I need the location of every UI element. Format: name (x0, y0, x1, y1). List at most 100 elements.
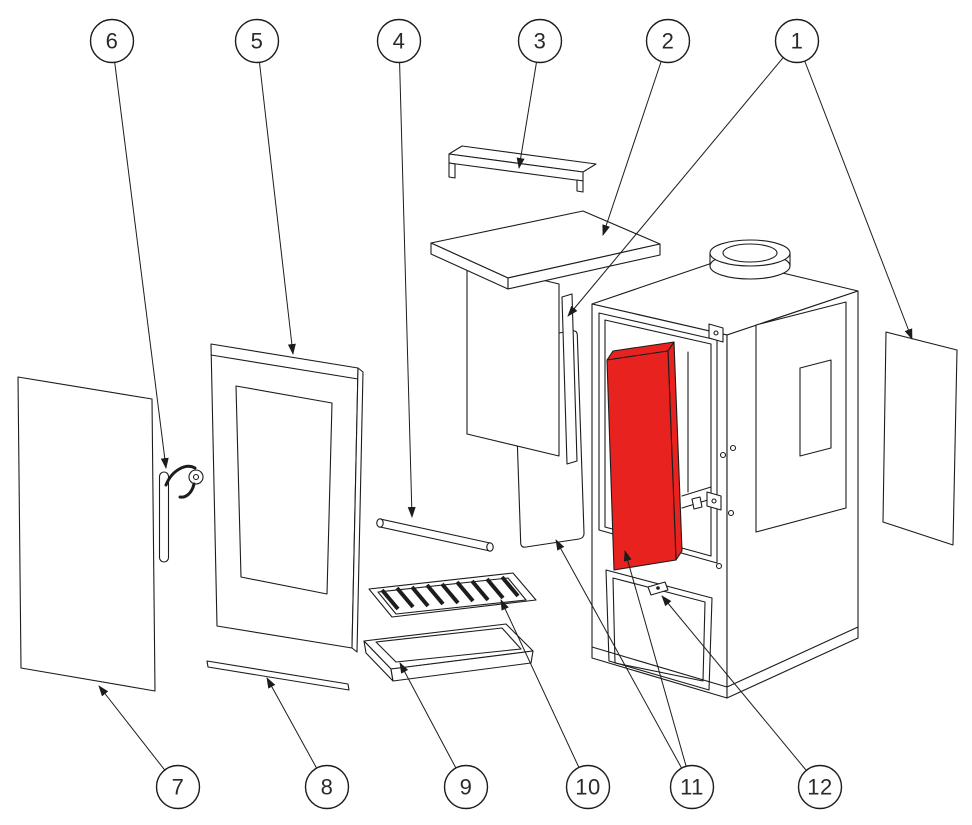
top-plate-right-edge (507, 243, 661, 290)
grate-slat (455, 580, 475, 603)
lower-front-panel (605, 569, 713, 691)
leader-line-1b (796, 40, 913, 340)
leader-line-2 (602, 40, 669, 236)
callout-3-number: 3 (534, 29, 547, 54)
callout-3-circle (517, 18, 563, 64)
part-door (210, 343, 364, 653)
highlight-panel-front (606, 350, 677, 571)
leader-line-5 (256, 40, 296, 355)
callout-2-number: 2 (662, 29, 675, 54)
leader-line-11a (555, 539, 693, 788)
leader-line-12 (661, 595, 821, 788)
callout-7-number: 7 (172, 775, 185, 800)
part-bracket (448, 145, 597, 193)
hinge-bottom-pin (711, 498, 717, 504)
leader-line-6 (111, 40, 169, 469)
callout-8: 8 (304, 764, 350, 810)
grate-frame-inner (377, 577, 527, 615)
callout-4-number: 4 (393, 29, 406, 54)
lower-front-panel-inner (612, 577, 706, 682)
callout-4-circle (376, 18, 422, 64)
grate-slat (485, 577, 505, 600)
callouts: 6 5 4 3 2 1 7 8 (89, 18, 843, 810)
leader-line-4 (398, 40, 416, 518)
callout-9: 9 (443, 764, 489, 810)
callout-4: 4 (376, 18, 422, 64)
firebox-interior (681, 351, 712, 510)
hinge-bottom (706, 491, 722, 511)
grate-slat (425, 583, 445, 606)
leader-line-9 (399, 662, 467, 788)
leader-line-10 (500, 599, 589, 788)
part-rod (376, 518, 494, 552)
callout-6-circle (89, 18, 135, 64)
callout-11-number: 11 (680, 775, 704, 800)
grate-slat (380, 588, 400, 611)
part-inner-liner-right-highlighted (606, 341, 683, 571)
bracket-left-tab (448, 162, 456, 179)
side-window (755, 301, 847, 533)
callout-11-circle (669, 764, 715, 810)
plinth-line-side (726, 626, 859, 688)
callout-9-circle (443, 764, 489, 810)
bolt (719, 451, 727, 459)
grate-slat (395, 586, 415, 609)
callout-12: 12 (797, 764, 843, 810)
callout-2-circle (645, 18, 691, 64)
part-grate (368, 572, 537, 618)
leader-line-11b (623, 550, 693, 788)
callout-10-circle (565, 764, 611, 810)
callout-5: 5 (234, 18, 280, 64)
callout-11: 11 (669, 764, 715, 810)
part-top-plate (430, 210, 661, 290)
part-side-panel-right (882, 331, 958, 546)
chimney-collar (709, 239, 791, 280)
handle-hook-arm (164, 464, 197, 487)
callout-5-circle (234, 18, 280, 64)
callout-10: 10 (565, 764, 611, 810)
hinge-top-pin (713, 330, 719, 336)
grate-support-bracket (691, 496, 703, 510)
part-ash-pan (363, 623, 534, 682)
callout-12-circle (797, 764, 843, 810)
rod-body (379, 518, 491, 552)
ash-pan-front-wall (390, 650, 534, 682)
grate-slat (410, 585, 430, 608)
handle-hook-hole (192, 473, 200, 481)
callout-3: 3 (517, 18, 563, 64)
door-top-band (210, 354, 359, 380)
leader-lines (98, 40, 913, 788)
bolt (727, 509, 735, 517)
callout-1-number: 1 (791, 29, 804, 54)
ash-pan-rim-inner (375, 627, 522, 663)
grate-slat (500, 575, 520, 598)
part-rear-panel (466, 261, 560, 457)
callout-7-circle (155, 764, 201, 810)
grate-slat (470, 579, 490, 602)
part-side-panel-edge (561, 293, 578, 465)
plinth-line-front (591, 646, 728, 688)
collar-opening (722, 243, 778, 263)
callout-8-number: 8 (321, 775, 334, 800)
latch-pin (656, 586, 660, 590)
callout-1: 1 (774, 18, 820, 64)
door-opening-inner (604, 319, 712, 557)
bolt (729, 444, 737, 452)
callout-6-number: 6 (106, 29, 119, 54)
rod-end-right (486, 542, 494, 552)
door-glass-window (235, 385, 333, 595)
part-bottom-strip (206, 660, 350, 691)
callout-9-number: 9 (460, 775, 473, 800)
callout-6: 6 (89, 18, 135, 64)
hinge-top (708, 323, 724, 343)
handle-hook-curl (178, 482, 196, 499)
callout-10-number: 10 (575, 775, 600, 800)
part-door-handle (158, 464, 204, 563)
callout-7: 7 (155, 764, 201, 810)
bolt (715, 562, 723, 570)
handle-hook-loop (188, 469, 204, 485)
callout-2: 2 (645, 18, 691, 64)
callout-1-circle (774, 18, 820, 64)
